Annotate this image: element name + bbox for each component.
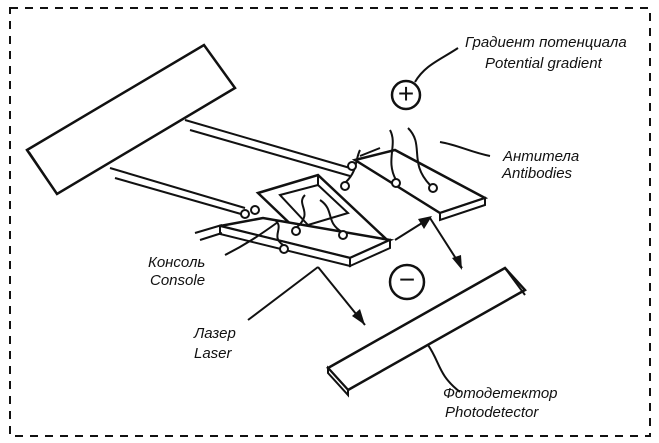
cantilever-right xyxy=(351,147,489,222)
leader-potential xyxy=(414,47,459,83)
plus-circle xyxy=(390,79,422,111)
label-photodetector-en: Photodetector xyxy=(445,404,539,421)
label-laser-ru: Лазер xyxy=(194,325,236,342)
support-rails xyxy=(109,119,351,217)
label-antibodies-en: Antibodies xyxy=(502,165,573,182)
leader-console xyxy=(224,221,279,256)
leader-laser xyxy=(247,266,319,321)
dashed-frame xyxy=(9,7,651,437)
label-console-ru: Консоль xyxy=(148,254,206,271)
base-block xyxy=(25,43,237,196)
arrowhead-up xyxy=(418,216,432,229)
leader-lines xyxy=(224,47,491,393)
minus-circle xyxy=(388,263,426,301)
leader-photodetector xyxy=(427,344,461,393)
antibodies xyxy=(274,127,431,246)
photodetector-bar xyxy=(326,266,527,398)
antibody-dots xyxy=(240,161,438,254)
label-antibodies-ru: Антитела xyxy=(503,148,580,165)
arrowheads xyxy=(352,216,462,325)
label-potential-ru: Градиент потенциала xyxy=(465,34,627,51)
minus-sign: − xyxy=(398,264,416,295)
leader-antibodies xyxy=(439,141,491,157)
plus-sign: + xyxy=(397,78,415,109)
arrowhead-detector-1 xyxy=(352,309,365,325)
arrowhead-detector-2 xyxy=(452,255,462,270)
label-potential-en: Potential gradient xyxy=(485,55,602,72)
label-photodetector-ru: Фотодетектор xyxy=(443,385,558,402)
cantilever-console xyxy=(194,216,395,268)
label-console-en: Console xyxy=(150,272,206,289)
label-laser-en: Laser xyxy=(194,345,232,362)
